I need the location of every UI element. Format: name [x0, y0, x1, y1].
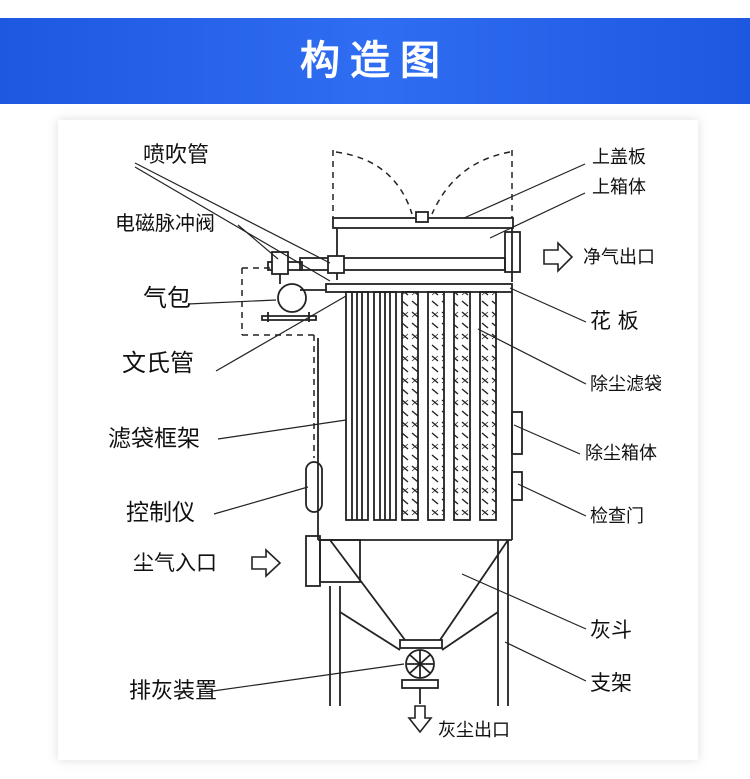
- solenoid-valve-shape: [271, 251, 289, 284]
- diagram-frame: [58, 120, 698, 760]
- dust-inlet-shape: [305, 535, 361, 587]
- top-cover-label: 上盖板: [592, 147, 646, 168]
- clean-outlet-label: 净气出口: [583, 247, 655, 268]
- discharge-device-label: 排灰装置: [129, 679, 217, 704]
- ash-hopper-shape: [329, 539, 509, 641]
- controller-shape: [305, 461, 323, 513]
- inspection-door-label: 检查门: [590, 506, 644, 527]
- dust-inlet-label: 尘气入口: [133, 551, 217, 575]
- leader-lines: [134, 162, 587, 693]
- support-shape: [329, 540, 509, 706]
- discharge-device-shape: [399, 639, 443, 704]
- air-bag-label: 气包: [143, 284, 191, 312]
- filter-bag-shape: [401, 291, 497, 521]
- ash-hopper-label: 灰斗: [590, 618, 632, 642]
- tube-sheet-shape: [300, 283, 513, 293]
- support-label: 支架: [590, 671, 632, 695]
- upper-box-shape: [332, 211, 521, 282]
- bag-cage-shape: [345, 291, 397, 521]
- clean-outlet-arrow-icon: [543, 241, 574, 273]
- bag-cage-label: 滤袋框架: [108, 426, 200, 452]
- tube-sheet-label: 花 板: [590, 309, 639, 333]
- upper-box-label: 上箱体: [592, 177, 646, 198]
- dust-outlet-label: 灰尘出口: [438, 720, 510, 741]
- spray-pipe-label: 喷吹管: [143, 143, 209, 168]
- title-banner: 构造图: [0, 18, 750, 104]
- dust-box-label: 除尘箱体: [585, 443, 657, 464]
- filter-bag-label: 除尘滤袋: [590, 374, 662, 395]
- solenoid-valve-label: 电磁脉冲阀: [115, 211, 215, 235]
- dust-outlet-arrow-icon: [407, 705, 433, 734]
- top-cover-swing-dashes: [332, 150, 513, 218]
- venturi-label: 文氏管: [122, 349, 194, 377]
- spray-pipe-shape: [267, 255, 506, 274]
- dust-inlet-arrow-icon: [251, 548, 282, 578]
- controller-label: 控制仪: [126, 500, 195, 526]
- page-title: 构造图: [300, 38, 450, 84]
